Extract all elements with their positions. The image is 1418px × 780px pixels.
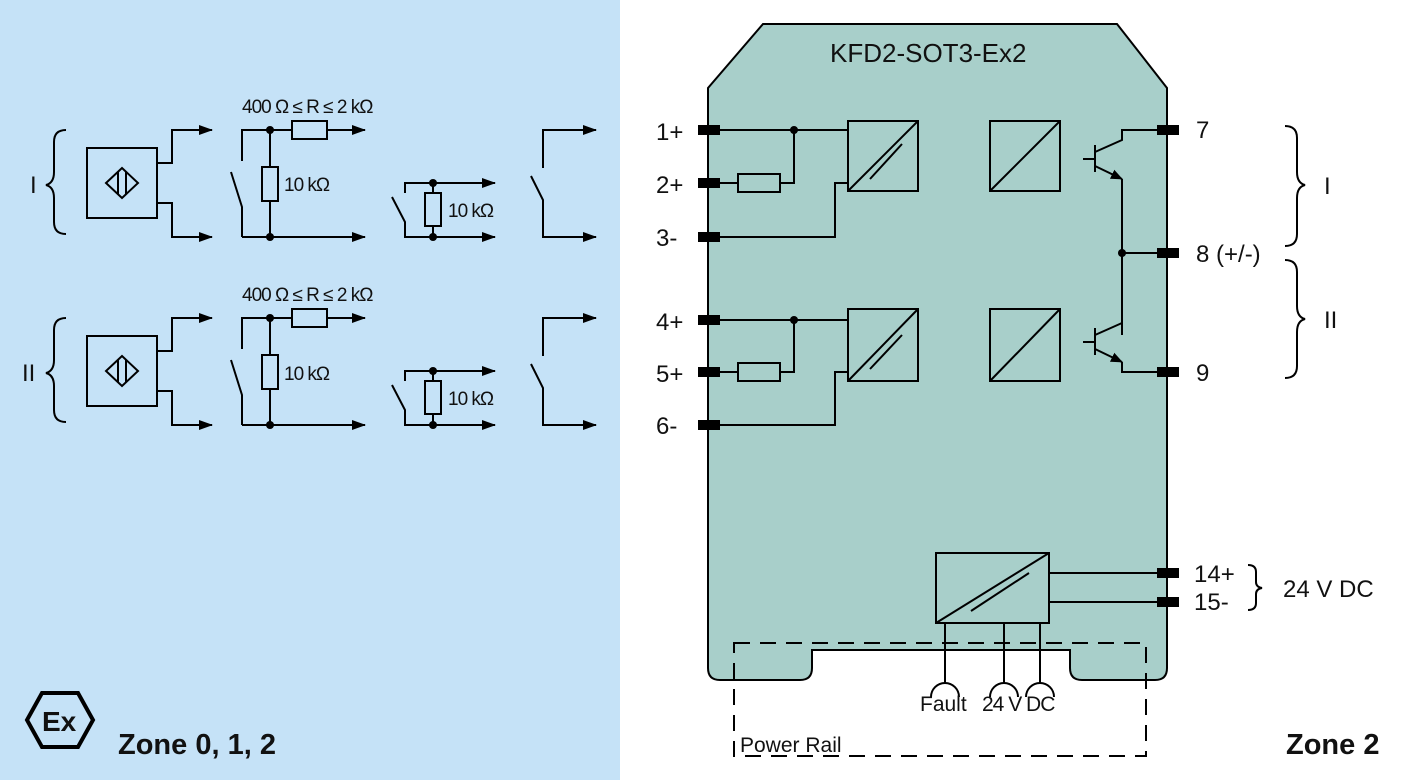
pin-label: 14+ xyxy=(1194,561,1235,588)
parallel-resistor-I xyxy=(424,192,442,227)
supply-contact-icon xyxy=(1025,682,1055,698)
hazardous-zone-area xyxy=(0,0,620,780)
series-resistor-label: 400 Ω ≤ R ≤ 2 kΩ xyxy=(242,97,373,118)
pin-label: 6- xyxy=(656,413,677,440)
series-resistor-label: 400 Ω ≤ R ≤ 2 kΩ xyxy=(242,285,373,306)
pin-label: 9 xyxy=(1196,360,1209,387)
supply-brace xyxy=(1247,564,1263,611)
input-circuit-I xyxy=(712,120,1061,238)
channel-II-sensors xyxy=(45,308,597,430)
brace-II xyxy=(45,317,67,423)
output-transistors xyxy=(1083,129,1162,373)
series-resistor-II xyxy=(291,308,328,328)
pin-label: 8 (+/-) xyxy=(1196,241,1261,268)
pin-label: 3- xyxy=(656,225,677,252)
pin-label: 5+ xyxy=(656,361,683,388)
pin-label: 15- xyxy=(1194,589,1229,616)
device-housing xyxy=(707,23,1168,681)
fault-contact-icon xyxy=(930,682,960,698)
ex-symbol-text: Ex xyxy=(42,706,77,737)
output-group-label-II: II xyxy=(1324,307,1337,334)
output-group-label-I: I xyxy=(1324,173,1331,200)
zone-2-label: Zone 2 xyxy=(1286,729,1379,761)
rail-supply-label: 24 V DC xyxy=(982,693,1055,716)
output-brace-I xyxy=(1284,125,1306,247)
converter-II xyxy=(989,308,1061,382)
input-circuit-II xyxy=(712,308,1061,426)
isolator-I xyxy=(847,120,919,192)
pin-label: 2+ xyxy=(656,172,683,199)
shunt-resistor-II xyxy=(261,354,279,390)
supply-contact-icon xyxy=(989,682,1019,698)
pin-label: 1+ xyxy=(656,119,683,146)
proximity-sensor-II xyxy=(86,335,158,407)
channel-label-II: II xyxy=(22,360,35,387)
power-rail-label: Power Rail xyxy=(740,734,842,757)
zone-0-1-2-label: Zone 0, 1, 2 xyxy=(118,729,276,761)
power-rail-outline xyxy=(733,642,1147,757)
sensor-symbol-icon xyxy=(104,166,140,200)
channel-label-I: I xyxy=(30,172,37,199)
parallel-resistor-label: 10 kΩ xyxy=(448,201,494,222)
parallel-resistor-label: 10 kΩ xyxy=(448,389,494,410)
pin-label: 4+ xyxy=(656,309,683,336)
power-supply-converter xyxy=(930,552,1162,698)
proximity-sensor-I xyxy=(86,147,158,219)
parallel-resistor-II xyxy=(424,380,442,415)
ex-hazard-icon xyxy=(24,691,96,749)
series-resistor-I xyxy=(291,120,328,140)
shunt-resistor-label: 10 kΩ xyxy=(284,175,330,196)
output-brace-II xyxy=(1284,259,1306,379)
converter-I xyxy=(989,120,1061,192)
sensor-symbol-icon xyxy=(104,354,140,388)
terminals xyxy=(698,125,1179,607)
supply-voltage-label: 24 V DC xyxy=(1283,576,1374,603)
isolator-II xyxy=(847,308,919,382)
shunt-resistor-label: 10 kΩ xyxy=(284,364,330,385)
pin-label: 7 xyxy=(1196,117,1209,144)
shunt-resistor-I xyxy=(261,166,279,202)
device-title: KFD2-SOT3-Ex2 xyxy=(830,38,1027,68)
fault-label: Fault xyxy=(920,693,967,716)
brace-I xyxy=(45,129,67,235)
